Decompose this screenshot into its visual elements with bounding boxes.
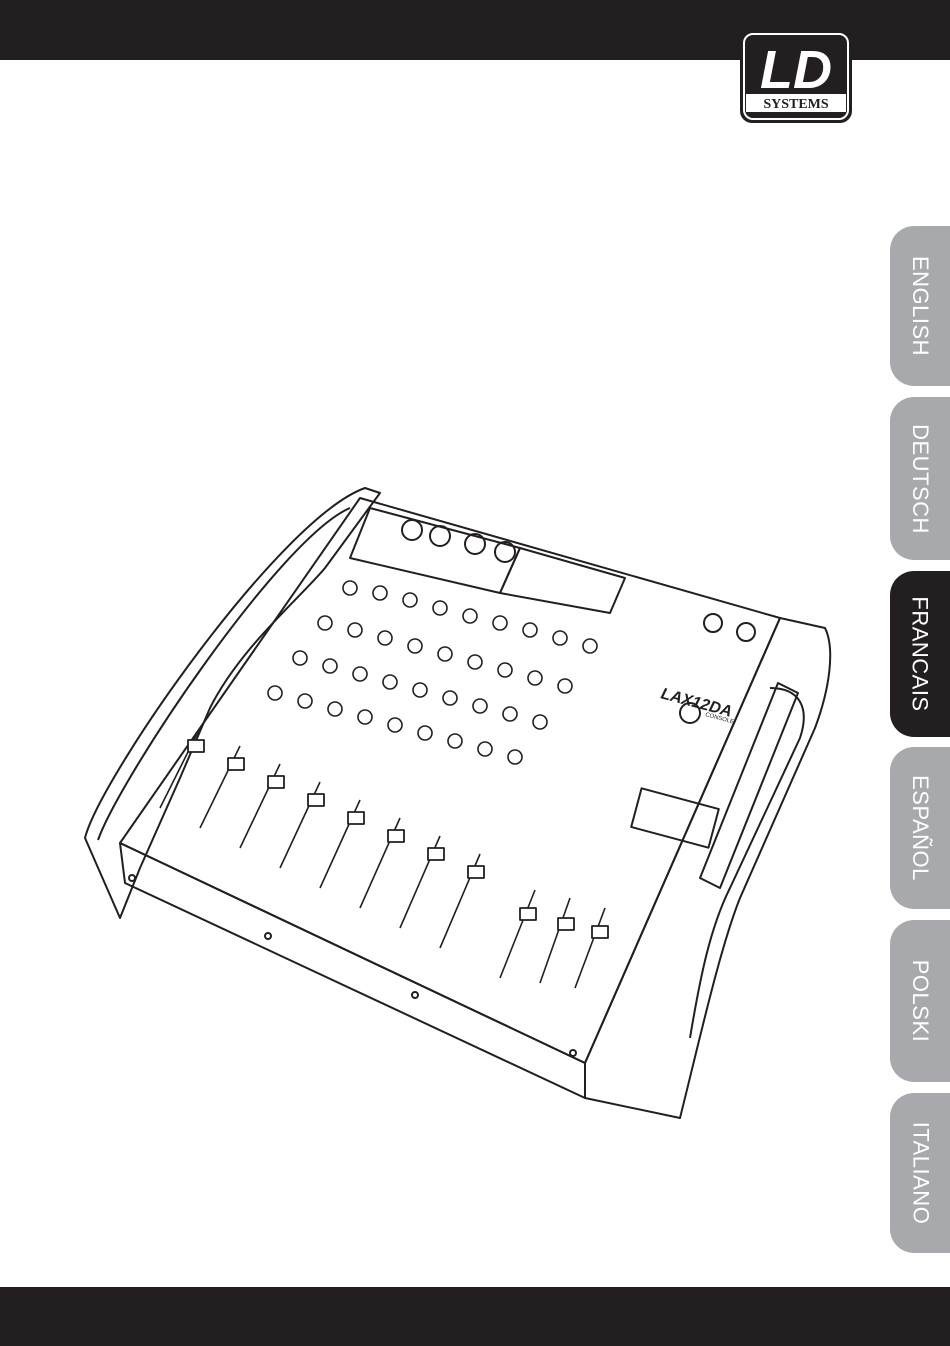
mixer-console-icon: LAX12DA CONSOLE <box>80 478 840 1128</box>
bottom-footer-bar <box>0 1287 950 1346</box>
tab-label: DEUTSCH <box>907 424 933 534</box>
tab-italiano[interactable]: ITALIANO <box>890 1093 950 1253</box>
tab-label: ITALIANO <box>907 1122 933 1225</box>
tab-polski[interactable]: POLSKI <box>890 920 950 1082</box>
tab-label: POLSKI <box>907 960 933 1042</box>
tab-english[interactable]: ENGLISH <box>890 226 950 386</box>
tab-deutsch[interactable]: DEUTSCH <box>890 397 950 560</box>
ld-systems-logo: LD SYSTEMS <box>738 28 854 125</box>
tab-francais[interactable]: FRANCAIS <box>890 571 950 737</box>
tab-espanol[interactable]: ESPAÑOL <box>890 747 950 909</box>
tab-label: ENGLISH <box>907 256 933 356</box>
tab-label: ESPAÑOL <box>907 775 933 881</box>
svg-text:SYSTEMS: SYSTEMS <box>763 97 829 112</box>
svg-text:LD: LD <box>760 40 832 100</box>
tab-label: FRANCAIS <box>907 596 933 711</box>
svg-text:LAX12DA: LAX12DA <box>659 685 734 720</box>
